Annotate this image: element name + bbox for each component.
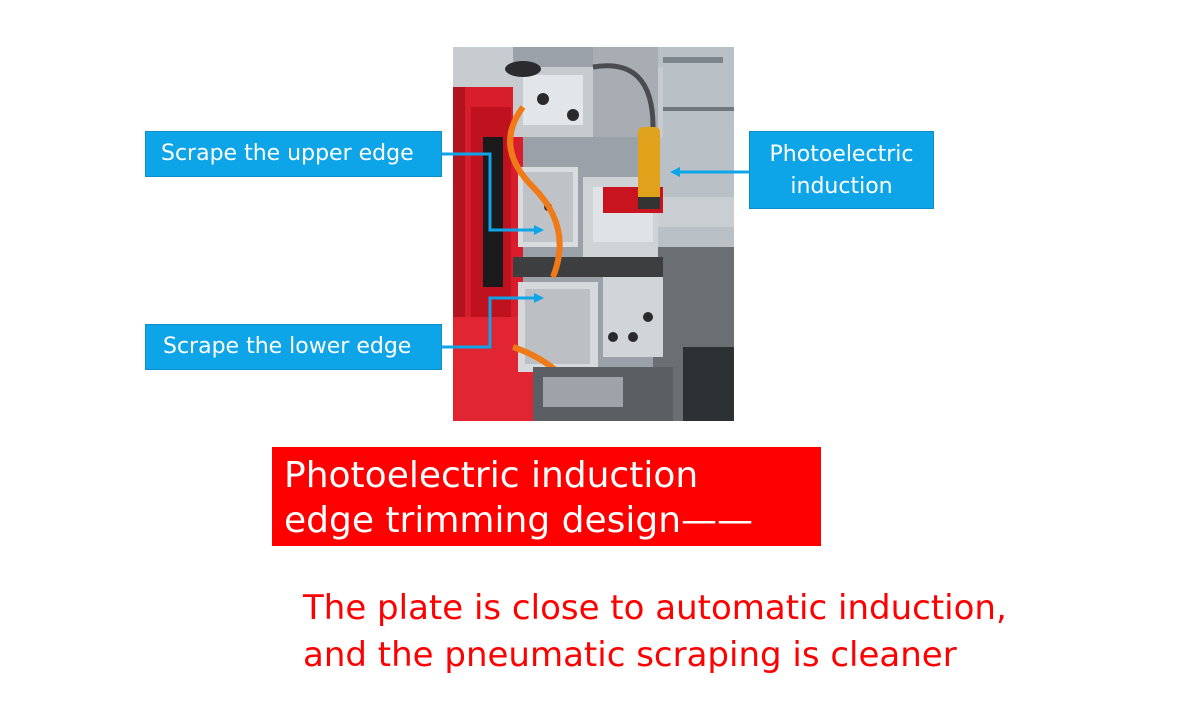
callout-photoelectric-line1: Photoelectric	[769, 142, 914, 167]
banner-line2: edge trimming design——	[284, 500, 754, 541]
caption-line1: The plate is close to automatic inductio…	[303, 588, 1007, 628]
callout-scrape-upper-edge: Scrape the upper edge	[145, 131, 442, 177]
description-caption: The plate is close to automatic inductio…	[303, 585, 1183, 679]
machine-photo	[453, 47, 734, 421]
banner-line1: Photoelectric induction	[284, 455, 699, 496]
callout-scrape-lower-edge: Scrape the lower edge	[145, 324, 442, 370]
title-banner: Photoelectric induction edge trimming de…	[272, 447, 821, 546]
callout-photoelectric-induction: Photoelectric induction	[749, 131, 934, 209]
callout-lower-label: Scrape the lower edge	[163, 334, 412, 359]
callout-upper-label: Scrape the upper edge	[161, 141, 414, 166]
caption-line2: and the pneumatic scraping is cleaner	[303, 635, 957, 675]
callout-photoelectric-line2: induction	[790, 174, 893, 199]
